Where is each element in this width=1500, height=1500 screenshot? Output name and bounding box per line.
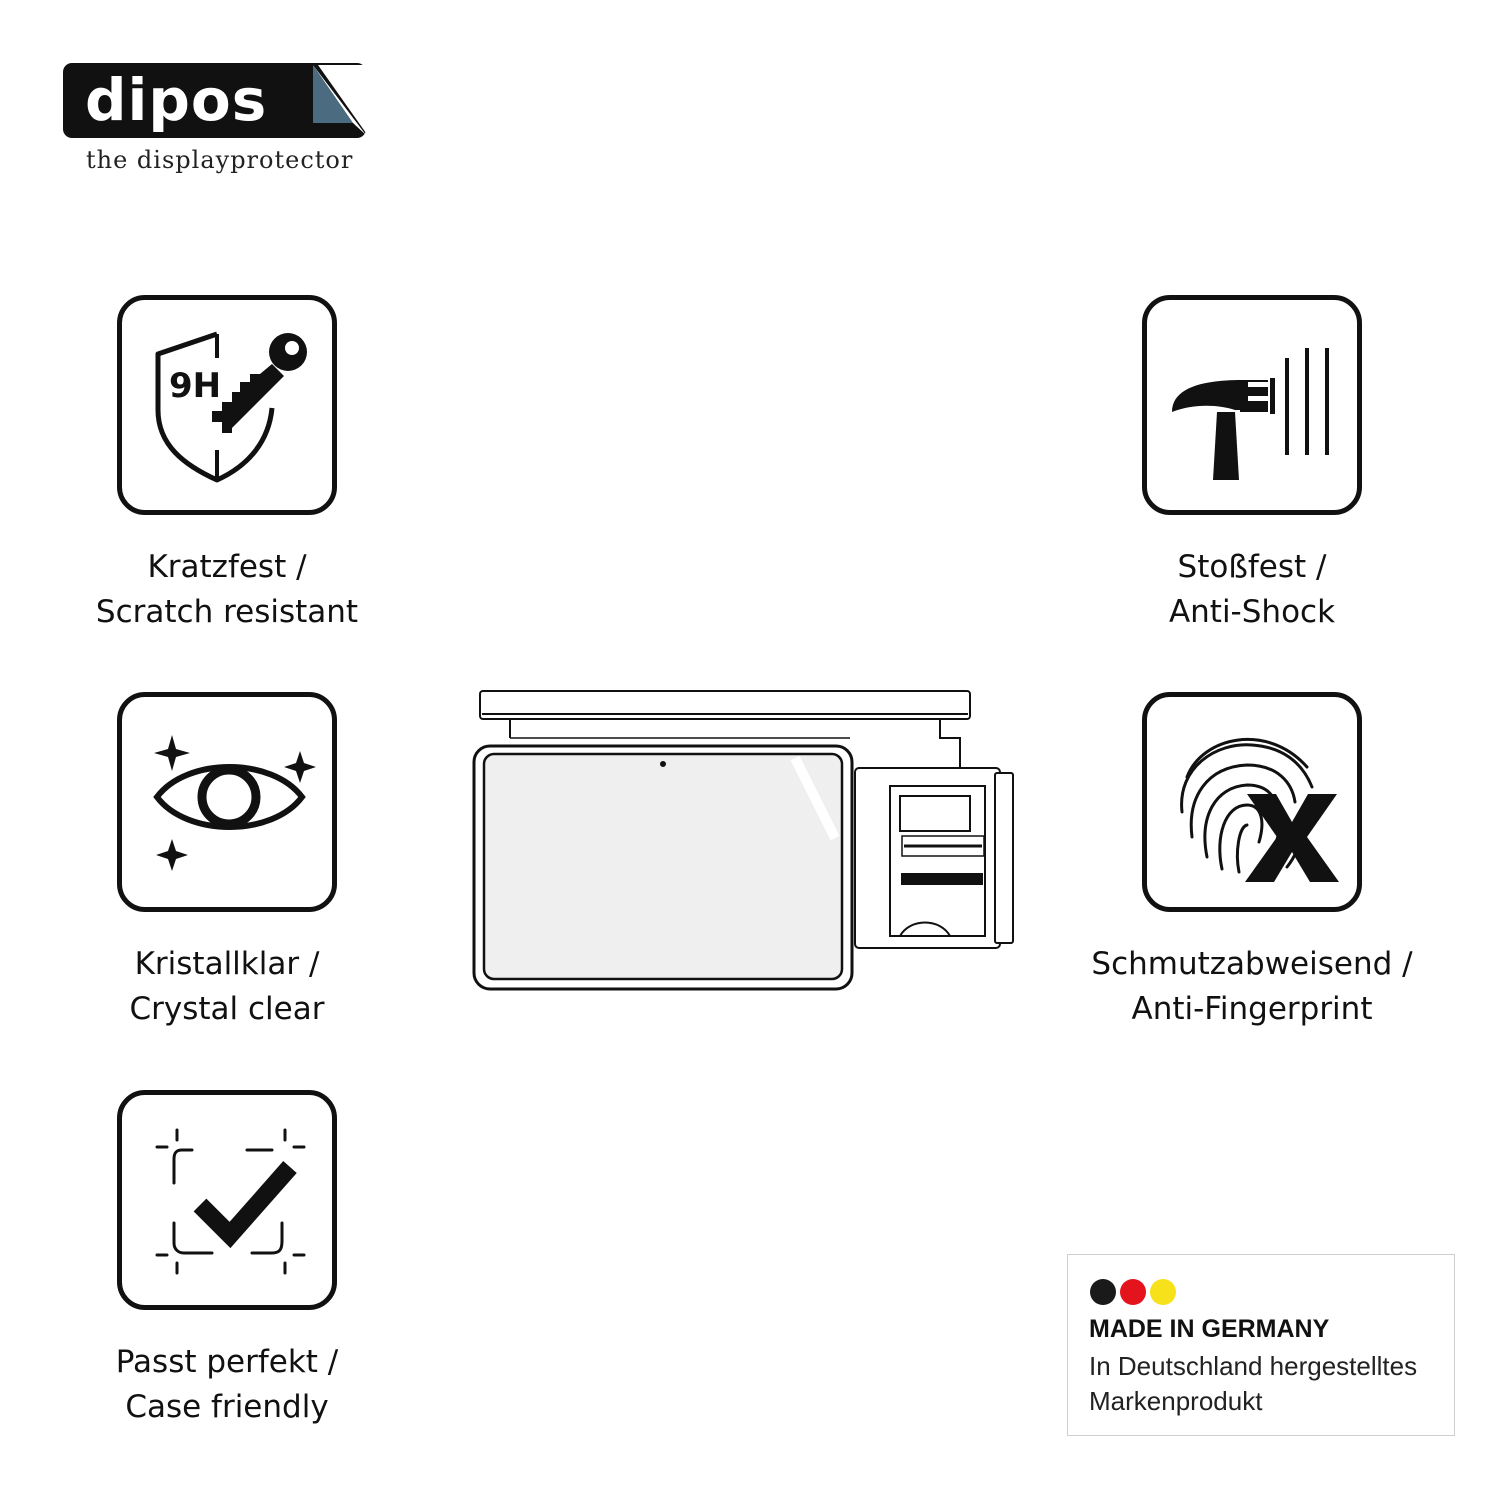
feature-case-friendly: Passt perfekt / Case friendly bbox=[62, 1090, 392, 1430]
made-in-germany-line2: Markenprodukt bbox=[1089, 1386, 1263, 1416]
feature-label-en: Scratch resistant bbox=[95, 594, 359, 630]
brand-logo: dipos bbox=[63, 63, 366, 138]
checkmark-frame-icon bbox=[155, 1128, 306, 1275]
feature-tile bbox=[1142, 692, 1362, 912]
feature-tile bbox=[117, 1090, 337, 1310]
feature-tile bbox=[117, 692, 337, 912]
feature-label-de: Stoßfest / bbox=[1177, 549, 1327, 585]
shield-key-icon: 9H bbox=[155, 331, 307, 483]
logo-badge bbox=[63, 63, 366, 138]
feature-label-de: Kratzfest / bbox=[147, 549, 307, 585]
feature-label-de: Kristallklar / bbox=[134, 946, 320, 982]
eye-sparkle-icon bbox=[153, 735, 316, 871]
feature-label-en: Anti-Fingerprint bbox=[1131, 991, 1373, 1027]
made-in-germany-badge: MADE IN GERMANY In Deutschland hergestel… bbox=[1067, 1254, 1455, 1436]
hammer-icon bbox=[1172, 348, 1329, 480]
flag-dot-gold bbox=[1150, 1279, 1176, 1305]
flag-dot-black bbox=[1090, 1279, 1116, 1305]
feature-tile bbox=[1142, 295, 1362, 515]
german-flag-dots bbox=[1090, 1279, 1180, 1309]
feature-label-en: Crystal clear bbox=[129, 991, 325, 1027]
logo-wordmark: dipos bbox=[85, 66, 268, 134]
feature-label-en: Anti-Shock bbox=[1168, 594, 1336, 630]
feature-label-en: Case friendly bbox=[125, 1389, 329, 1425]
feature-label-de: Passt perfekt / bbox=[115, 1344, 339, 1380]
feature-label-de: Schmutzabweisend / bbox=[1091, 946, 1413, 982]
device-illustration bbox=[470, 688, 1018, 994]
feature-anti-fingerprint: Schmutzabweisend / Anti-Fingerprint bbox=[1062, 692, 1442, 1032]
brand-tagline: the displayprotector bbox=[86, 146, 354, 174]
made-in-germany-line1: In Deutschland hergestelltes bbox=[1089, 1351, 1418, 1381]
fingerprint-cross-icon bbox=[1180, 737, 1339, 882]
made-in-germany-title: MADE IN GERMANY bbox=[1089, 1315, 1330, 1343]
svg-text:9H: 9H bbox=[169, 366, 221, 406]
feature-crystal-clear: Kristallklar / Crystal clear bbox=[62, 692, 392, 1032]
feature-tile: 9H bbox=[117, 295, 337, 515]
feature-anti-shock: Stoßfest / Anti-Shock bbox=[1087, 295, 1417, 635]
pos-terminal-drawing bbox=[472, 690, 1014, 991]
feature-scratch-resistant: 9H Kratzfest / Scratch resistant bbox=[62, 295, 392, 635]
flag-dot-red bbox=[1120, 1279, 1146, 1305]
